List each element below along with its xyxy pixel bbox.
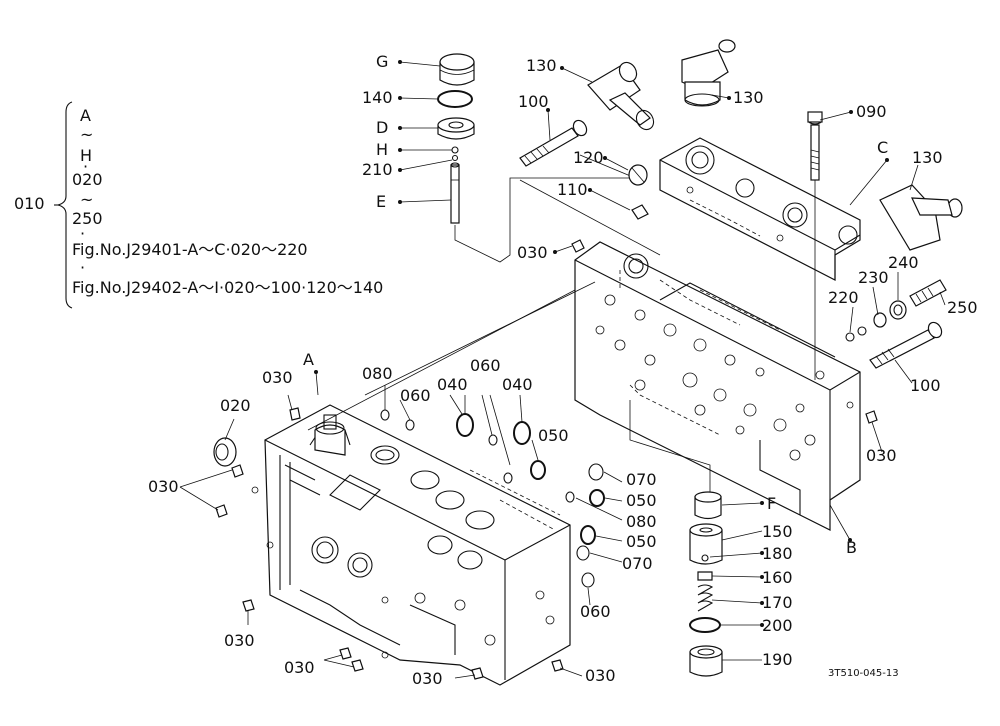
label-040-a: 040 <box>437 375 468 394</box>
label-180: 180 <box>762 544 793 563</box>
fitting-130-a <box>587 61 655 131</box>
plug-120 <box>628 164 648 186</box>
label-150: 150 <box>762 522 793 541</box>
letter-e: E <box>376 192 387 211</box>
bracket-line-10: · <box>80 258 86 277</box>
bracket-line-7: 250 <box>72 209 103 228</box>
label-070-b: 070 <box>622 554 653 573</box>
label-250: 250 <box>947 298 978 317</box>
label-070-a: 070 <box>626 470 657 489</box>
assembly-lines <box>307 154 816 500</box>
letter-d: D <box>376 118 389 137</box>
valve-body-b <box>574 241 861 531</box>
label-060-b: 060 <box>470 356 501 375</box>
bracket-line-11: Fig.No.J29402-A～I·020～100·120～140 <box>72 278 384 297</box>
plug-250 <box>909 279 947 307</box>
bracket-line-4: · <box>83 157 89 176</box>
label-030-c: 030 <box>262 368 293 387</box>
label-030-f: 030 <box>284 658 315 677</box>
bracket-line-2: ~ <box>80 125 94 144</box>
label-030-h: 030 <box>585 666 616 685</box>
label-140: 140 <box>362 88 393 107</box>
ball-220 <box>845 326 867 342</box>
label-160: 160 <box>762 568 793 587</box>
seal-230-240 <box>873 300 907 328</box>
bracket-line-5: 020 <box>72 170 103 189</box>
washer-d <box>437 117 475 140</box>
fitting-130-c <box>879 184 963 251</box>
label-230: 230 <box>858 268 889 287</box>
label-110: 110 <box>557 180 588 199</box>
label-030-a: 030 <box>517 243 548 262</box>
label-090: 090 <box>856 102 887 121</box>
label-030-g: 030 <box>412 669 443 688</box>
label-030-b: 030 <box>866 446 897 465</box>
bolt-090 <box>807 111 823 181</box>
bracket-line-9: Fig.No.J29401-A～C·020～220 <box>72 240 308 259</box>
label-030-d: 030 <box>148 477 179 496</box>
bolt-100-right <box>869 321 943 369</box>
label-190: 190 <box>762 650 793 669</box>
relief-valve-stack <box>689 491 723 677</box>
fitting-130-b <box>681 39 736 107</box>
label-240: 240 <box>888 253 919 272</box>
letter-g: G <box>376 52 389 71</box>
label-060-c: 060 <box>580 602 611 621</box>
bracket-line-3: H <box>80 146 93 165</box>
drawing-code: 3T510-045-13 <box>828 668 899 679</box>
letter-a: A <box>303 350 314 369</box>
label-060-a: 060 <box>400 386 431 405</box>
label-020: 020 <box>220 396 251 415</box>
small-plugs-030 <box>215 239 878 680</box>
plug-020 <box>213 437 237 467</box>
bracket-brace <box>57 101 73 309</box>
label-100-b: 100 <box>910 376 941 395</box>
bracket-line-6: ~ <box>80 190 94 209</box>
label-120: 120 <box>573 148 604 167</box>
label-leaders <box>179 61 946 679</box>
bracket-line-8: · <box>80 224 86 243</box>
label-220: 220 <box>828 288 859 307</box>
label-130-b: 130 <box>733 88 764 107</box>
ball-h <box>451 146 459 154</box>
orings-left-block <box>380 394 605 588</box>
plug-g <box>439 53 475 86</box>
leader-dots <box>314 60 889 627</box>
label-030-e: 030 <box>224 631 255 650</box>
letter-c: C <box>877 138 889 157</box>
label-050-c: 050 <box>626 532 657 551</box>
label-130-c: 130 <box>912 148 943 167</box>
label-200: 200 <box>762 616 793 635</box>
label-100-a: 100 <box>518 92 549 111</box>
label-080-b: 080 <box>626 512 657 531</box>
part-210 <box>451 154 459 162</box>
label-050-b: 050 <box>626 491 657 510</box>
pin-e <box>450 162 460 224</box>
plug-110 <box>631 204 649 220</box>
label-210: 210 <box>362 160 393 179</box>
bracket-part-010: 010 <box>14 194 45 213</box>
label-170: 170 <box>762 593 793 612</box>
letter-b: B <box>846 538 857 557</box>
letter-h: H <box>376 140 389 159</box>
label-130-a: 130 <box>526 56 557 75</box>
bracket-line-1: A <box>80 106 91 125</box>
valve-body-a <box>251 404 571 686</box>
label-040-b: 040 <box>502 375 533 394</box>
label-080-a: 080 <box>362 364 393 383</box>
label-050-a: 050 <box>538 426 569 445</box>
letter-f: F <box>767 494 777 513</box>
valve-head-c <box>659 137 861 281</box>
oring-140 <box>437 90 473 108</box>
bolt-100-top <box>519 119 588 167</box>
